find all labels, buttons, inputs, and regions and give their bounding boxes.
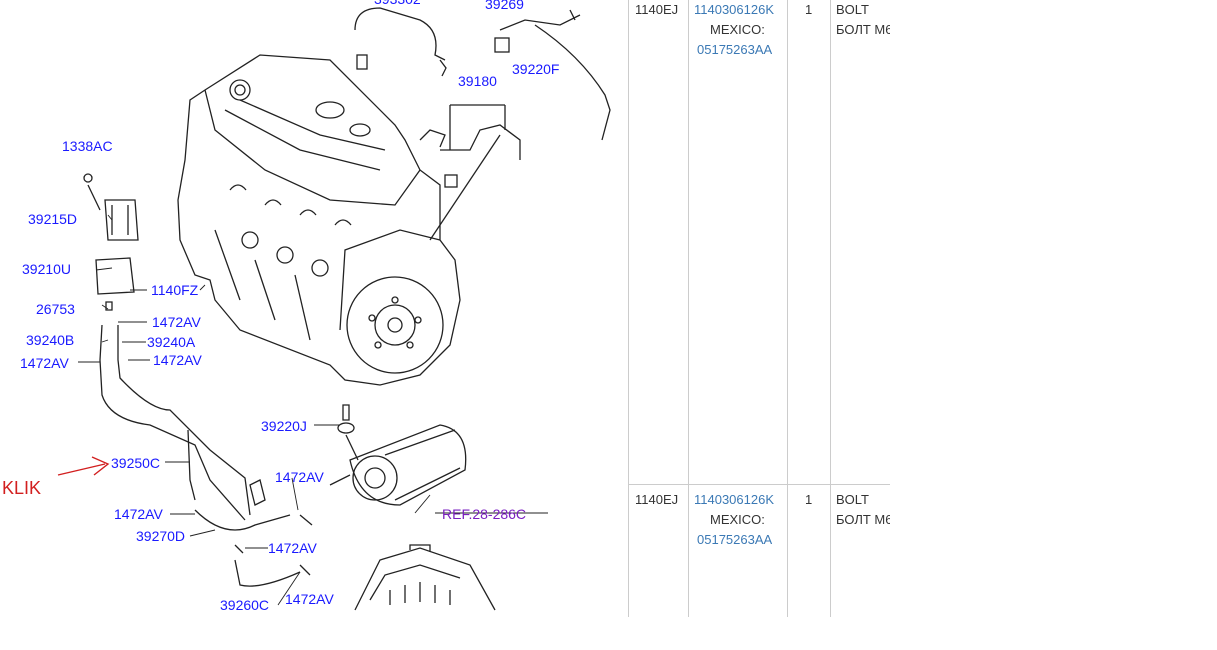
reference-link[interactable]: REF.28-286C	[442, 506, 527, 522]
part-label-1472AV-f: 1472AV	[268, 540, 317, 556]
part-number-link[interactable]: 1140306126K	[694, 2, 775, 17]
parts-diagram: 393302 39269 39220F 39180 1338AC 39215D …	[0, 0, 628, 620]
code-cell: 1140EJ	[635, 492, 679, 507]
part-name-en: BOLT	[836, 492, 869, 507]
region-label: MEXICO:	[710, 22, 765, 37]
part-label-26753: 26753	[36, 301, 75, 317]
part-label-39220J: 39220J	[261, 418, 307, 434]
klik-annotation: KLIK	[2, 478, 42, 498]
part-number-link[interactable]: 1140306126K	[694, 492, 775, 507]
alt-part-number-link[interactable]: 05175263AA	[697, 42, 773, 57]
part-label-39269: 39269	[485, 0, 524, 12]
engine-drawing	[57, 7, 611, 611]
column-divider	[688, 0, 689, 617]
part-label-1140FZ: 1140FZ	[151, 282, 199, 298]
part-label-39220F: 39220F	[512, 61, 560, 77]
alt-part-number-link[interactable]: 05175263AA	[697, 532, 773, 547]
part-label-1472AV-g: 1472AV	[285, 591, 334, 607]
row-divider	[628, 484, 890, 485]
part-name-ru: БОЛТ М6	[836, 22, 890, 37]
part-label-1472AV-a: 1472AV	[152, 314, 201, 330]
region-label: MEXICO:	[710, 512, 765, 527]
part-label-39260C: 39260C	[220, 597, 270, 613]
code-cell: 1140EJ	[635, 2, 679, 17]
parts-table: 1140EJ 1140306126K MEXICO: 05175263AA 1 …	[628, 0, 890, 617]
part-label-1338AC: 1338AC	[62, 138, 113, 154]
part-label-1472AV-c: 1472AV	[153, 352, 202, 368]
part-label-39180: 39180	[458, 73, 497, 89]
part-label-1472AV-d: 1472AV	[275, 469, 324, 485]
quantity-cell: 1	[805, 492, 813, 507]
part-label-39210U: 39210U	[22, 261, 72, 277]
quantity-cell: 1	[805, 2, 813, 17]
column-divider	[787, 0, 788, 617]
part-label-39215D: 39215D	[28, 211, 78, 227]
part-label-39270D: 39270D	[136, 528, 186, 544]
part-label-39240B: 39240B	[26, 332, 75, 348]
part-label-top: 393302	[374, 0, 421, 7]
column-divider	[830, 0, 831, 617]
part-name-ru: БОЛТ М6	[836, 512, 890, 527]
column-divider	[628, 0, 629, 617]
part-name-en: BOLT	[836, 2, 869, 17]
part-label-1472AV-b: 1472AV	[20, 355, 69, 371]
part-label-39250C[interactable]: 39250C	[111, 455, 161, 471]
part-label-39240A: 39240A	[147, 334, 196, 350]
part-label-1472AV-e: 1472AV	[114, 506, 163, 522]
